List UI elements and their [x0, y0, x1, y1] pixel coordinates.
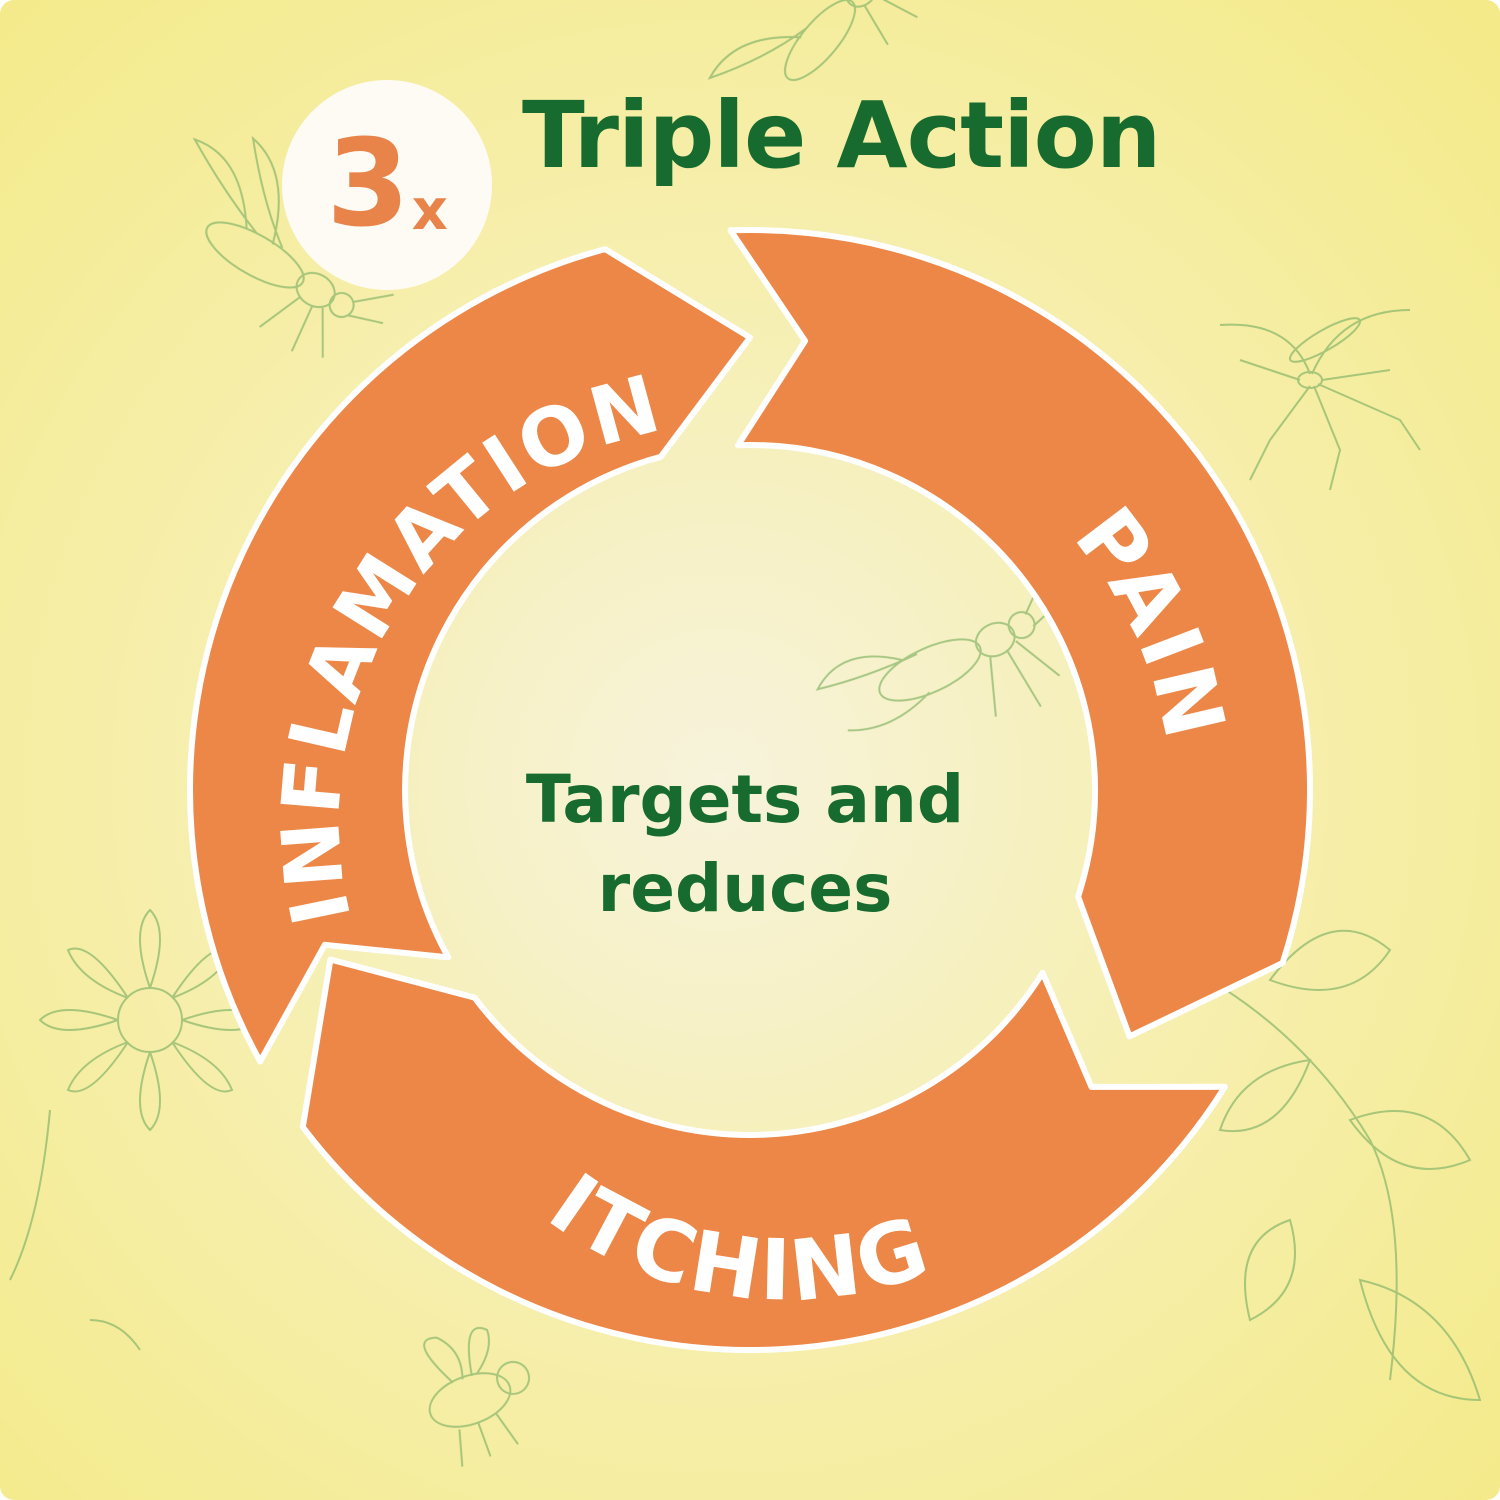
leaf-icon — [1209, 929, 1482, 1402]
arrow-inflamation — [187, 246, 753, 1065]
triple-badge: 3 x — [282, 80, 492, 290]
arrow-pain — [727, 226, 1314, 1040]
wasp-icon — [815, 572, 1064, 732]
bee-icon — [423, 1327, 531, 1467]
page-title: Triple Action — [522, 82, 1161, 189]
wasp-icon — [707, 0, 918, 82]
badge-number: 3 — [326, 115, 410, 254]
arrow-itching — [299, 956, 1228, 1353]
center-line-2: reduces — [597, 850, 893, 928]
badge-suffix: x — [411, 178, 448, 243]
center-caption: Targets and reduces — [435, 755, 1055, 933]
mosquito-icon — [1219, 309, 1421, 491]
wasp-icon — [192, 135, 394, 358]
badge-3x: 3 x — [282, 80, 492, 290]
center-line-1: Targets and — [525, 761, 965, 838]
